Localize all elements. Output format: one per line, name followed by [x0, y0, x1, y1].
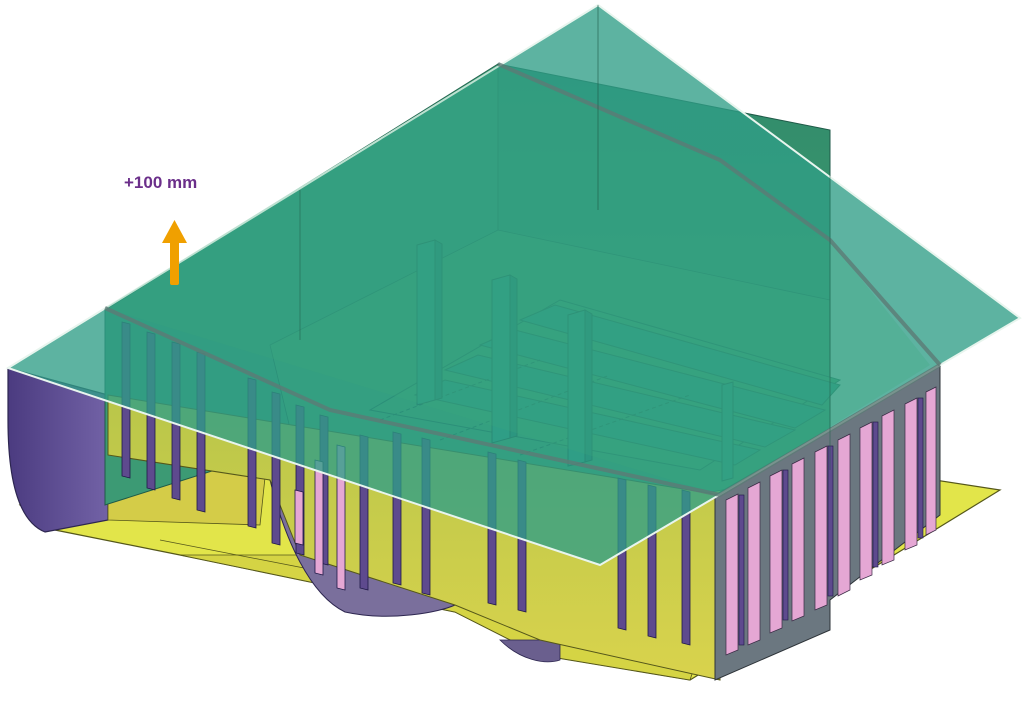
arrow-up-icon: [162, 220, 187, 285]
right-side-shell: [714, 364, 941, 681]
top-deck-plate: [5, 3, 1022, 567]
offset-label: +100 mm: [124, 173, 198, 192]
